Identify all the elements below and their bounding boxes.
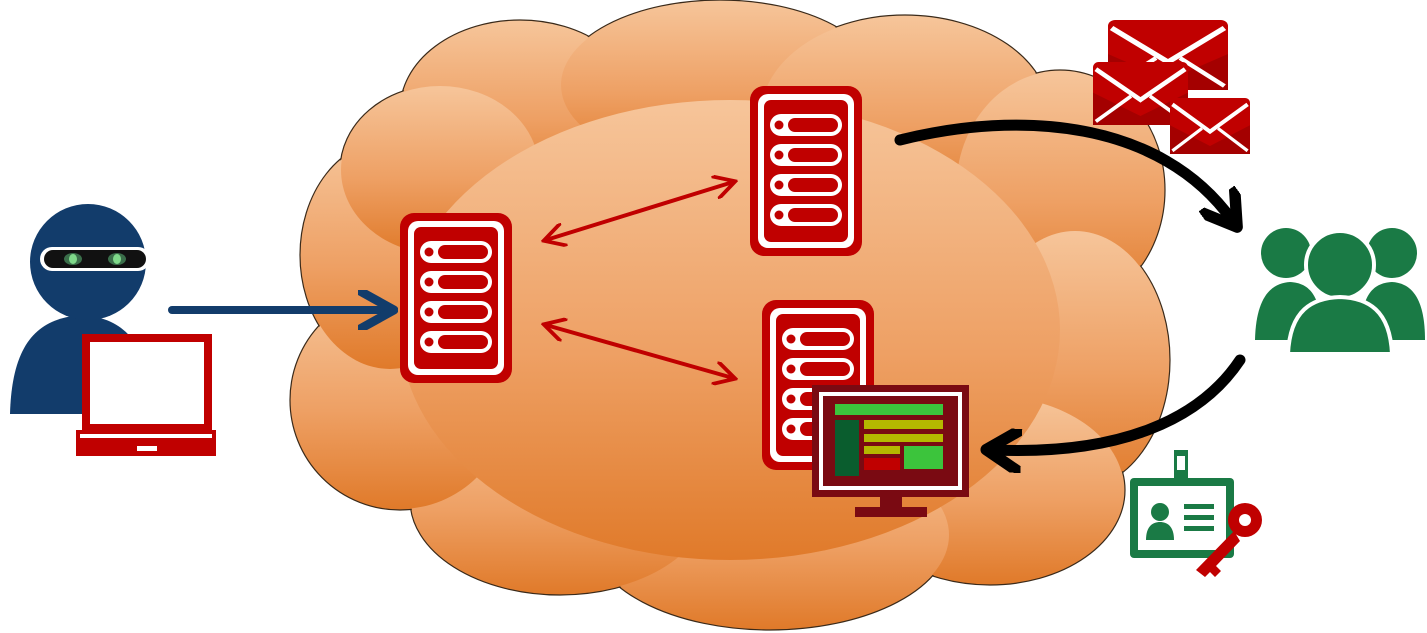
email-to-users-arrow [894, 119, 1232, 220]
users-group-icon [1255, 228, 1425, 356]
laptop-icon [76, 334, 216, 456]
server-link-arrow [546, 182, 733, 240]
id-badge-icon [1130, 450, 1234, 558]
server-icon [400, 213, 512, 383]
server-icon [750, 86, 862, 256]
server-link-arrow [546, 325, 733, 378]
web-monitor-icon [812, 385, 969, 517]
users-to-website-arrow [995, 354, 1246, 450]
key-icon [1196, 503, 1262, 577]
